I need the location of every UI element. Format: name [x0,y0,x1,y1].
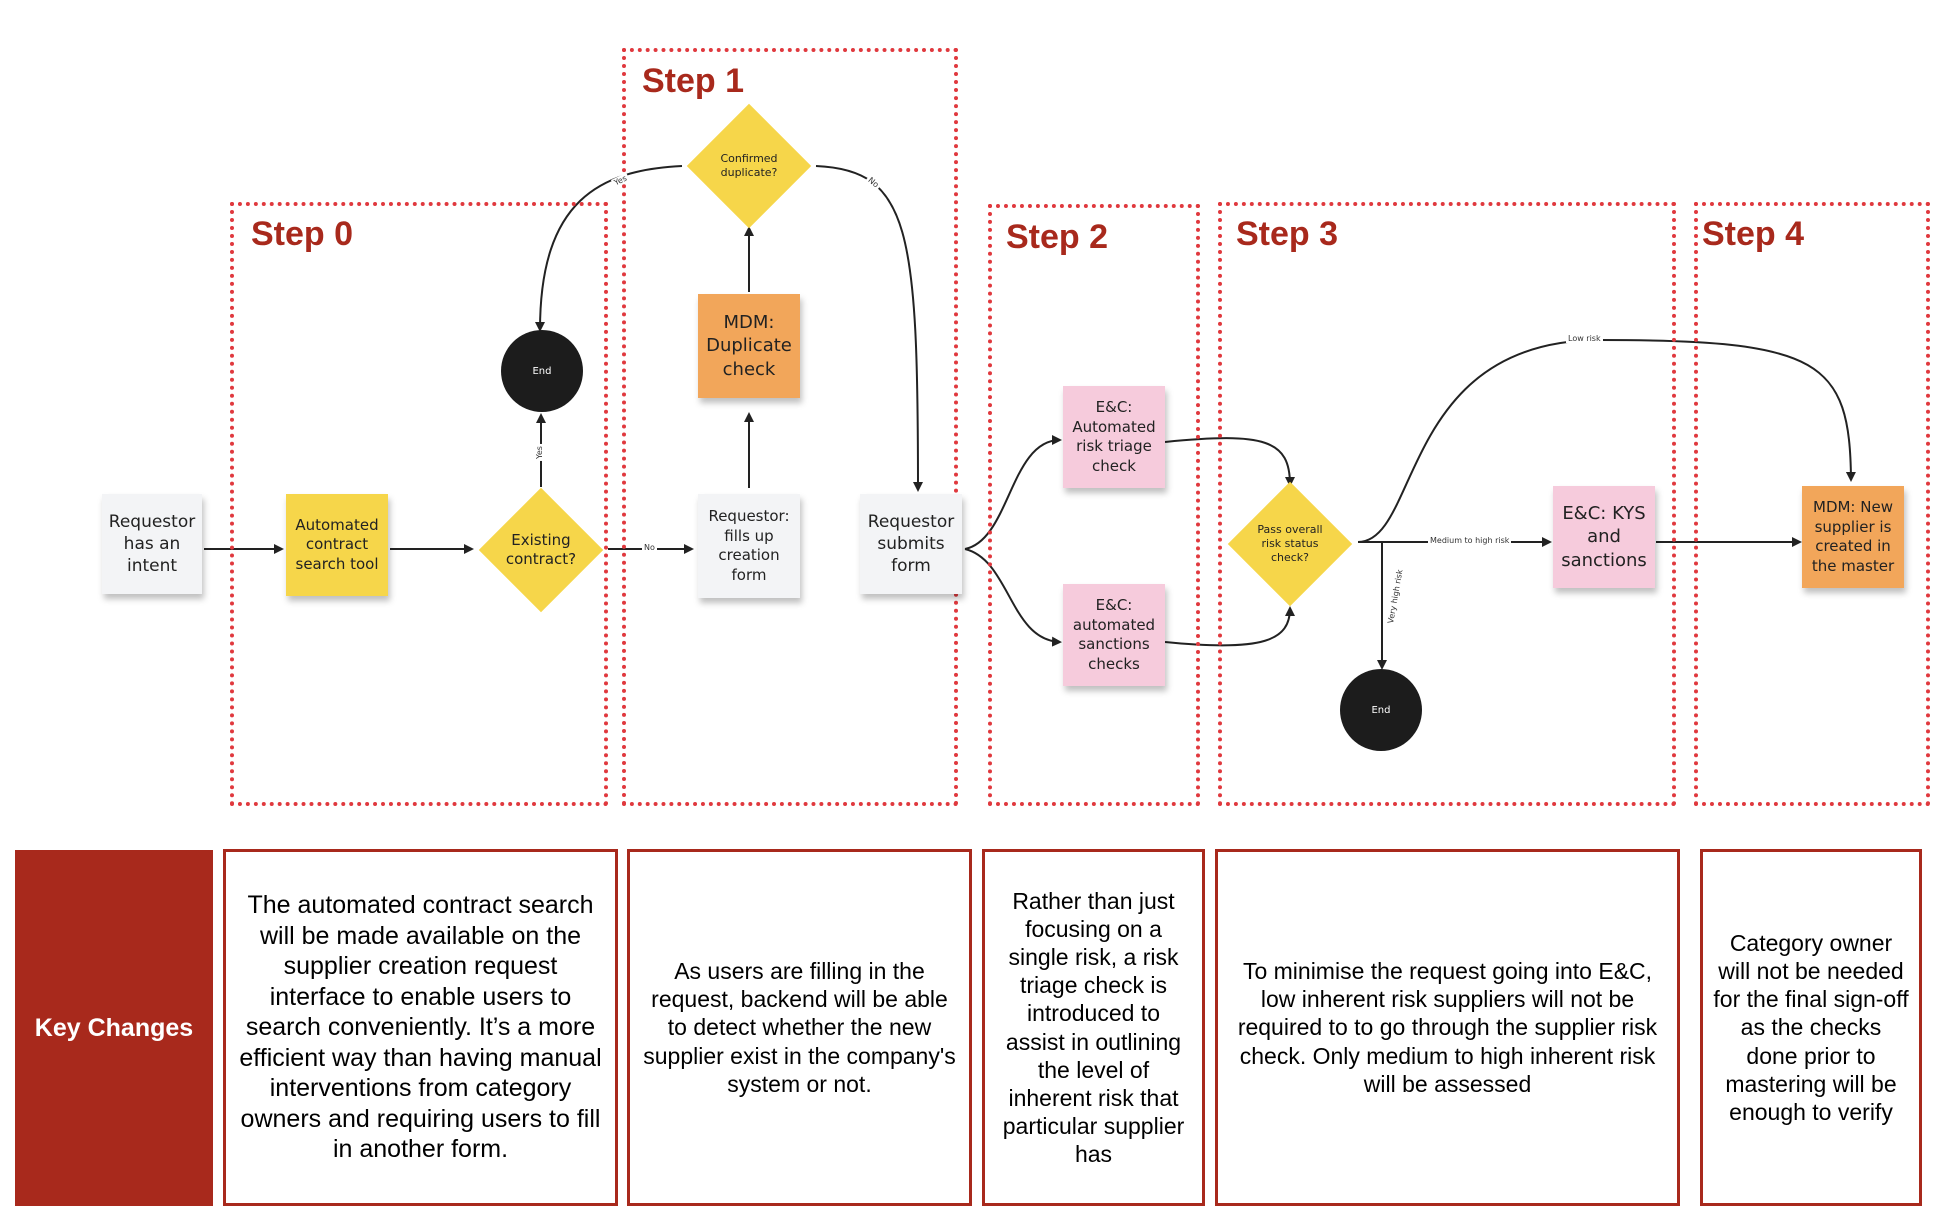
key-change-step-4: Category owner will not be needed for th… [1700,849,1922,1206]
edge-label-existing-yes: Yes [534,444,544,461]
confirmed-duplicate-label: Confirmed duplicate? [720,151,778,179]
step-1-title: Step 1 [642,62,745,100]
edge-submits-to-sanctions [964,548,1062,647]
existing-contract-label: Existing contract? [505,530,577,569]
node-end-step0: End [501,330,583,412]
node-mdm-duplicate-check: MDM: Duplicate check [698,294,800,398]
step-3-title: Step 3 [1236,215,1339,253]
step-4-title: Step 4 [1702,215,1805,253]
key-changes-label: Key Changes [15,850,213,1206]
pass-overall-risk-label: Pass overall risk status check? [1257,522,1323,565]
node-pass-overall-risk: Pass overall risk status check? [1222,481,1358,607]
node-confirmed-duplicate: Confirmed duplicate? [682,103,816,229]
node-end-step3: End [1340,669,1422,751]
node-mdm-new-supplier: MDM: New supplier is created in the mast… [1802,486,1904,588]
edge-label-existing-no: No [642,543,657,552]
node-requestor-intent: Requestor has an intent [102,494,202,594]
key-change-step-0: The automated contract search will be ma… [223,849,618,1206]
edge-submits-to-triage [964,435,1062,550]
step-2-region [988,204,1200,806]
edge-confirmed-no-to-submits [815,165,923,492]
node-requestor-fills-form: Requestor: fills up creation form [698,494,800,598]
edge-label-medium-high: Medium to high risk [1428,536,1512,545]
step-0-region [230,202,608,806]
step-1-region [622,48,958,806]
edge-confirmed-yes-to-end [535,165,683,332]
node-existing-contract: Existing contract? [474,487,608,613]
step-3-region [1218,202,1676,806]
node-automated-contract-search: Automated contract search tool [286,494,388,596]
edge-label-low-risk: Low risk [1566,334,1603,343]
key-change-step-3: To minimise the request going into E&C, … [1215,849,1680,1206]
key-change-step-1: As users are filling in the request, bac… [627,849,972,1206]
node-requestor-submits-form: Requestor submits form [860,494,962,594]
step-0-title: Step 0 [251,215,354,253]
node-ec-risk-triage: E&C: Automated risk triage check [1063,386,1165,488]
step-2-title: Step 2 [1006,218,1109,256]
node-ec-kys-sanctions: E&C: KYS and sanctions [1553,486,1655,588]
step-4-region [1694,202,1930,806]
key-change-step-2: Rather than just focusing on a single ri… [982,849,1205,1206]
node-ec-sanctions-checks: E&C: automated sanctions checks [1063,584,1165,686]
